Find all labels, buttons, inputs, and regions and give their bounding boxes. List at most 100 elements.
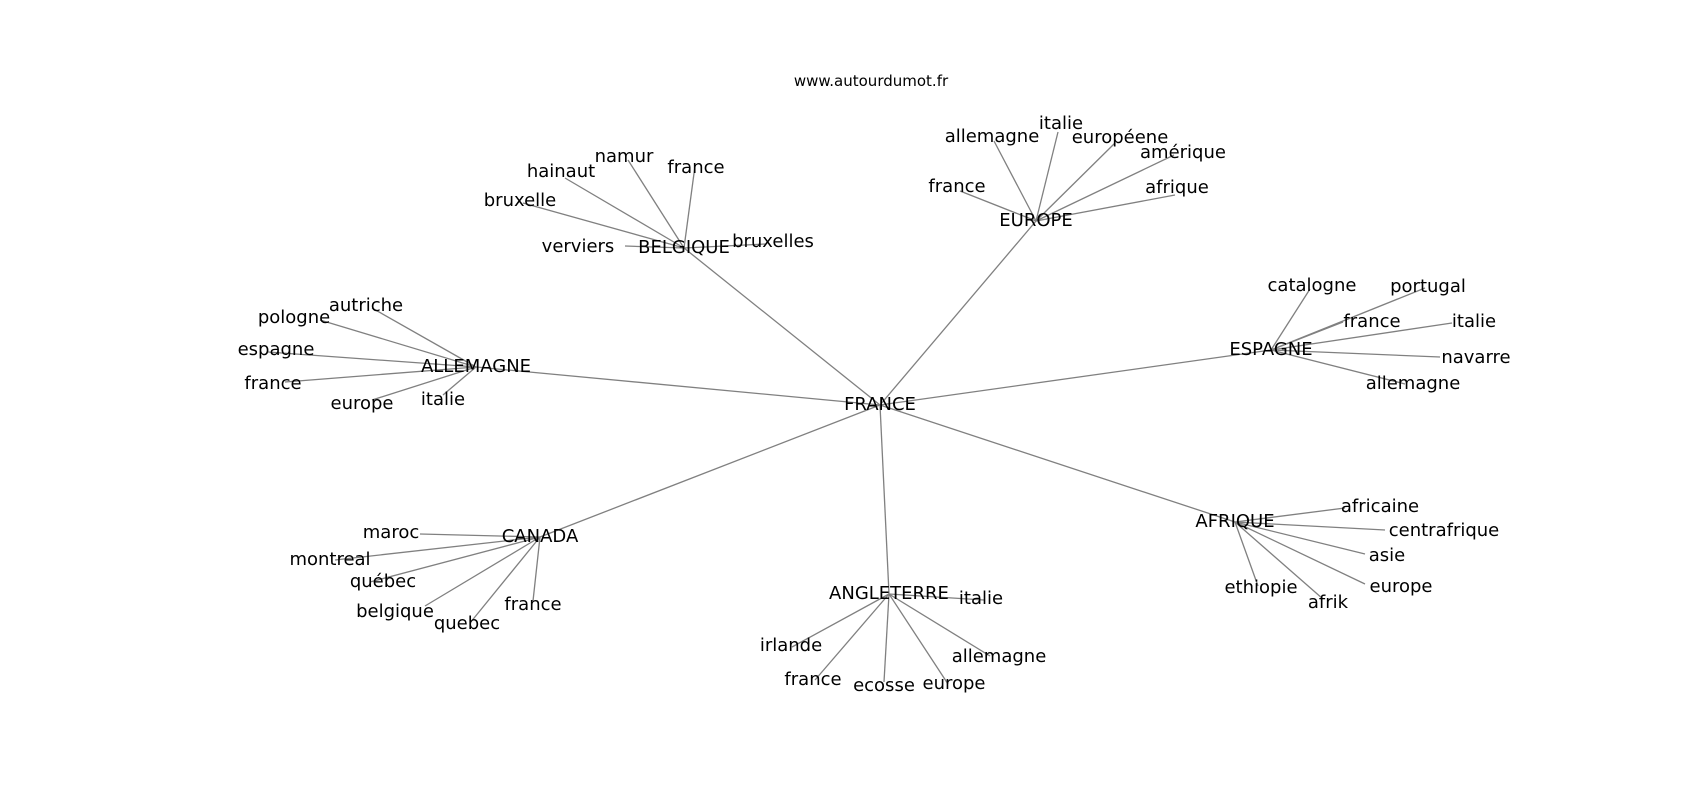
leaf-node-label: autriche [329,295,403,316]
edge-espagne-2 [1270,321,1344,351]
graph-edges [267,131,1453,685]
leaf-node-label: navarre [1441,347,1510,368]
edge-espagne-3 [1270,322,1453,351]
leaf-node-label: centrafrique [1389,520,1500,541]
leaf-node-label: quebec [434,613,500,634]
edge-europe-5 [1035,194,1176,222]
edge-canada-1 [334,536,541,561]
leaf-node-label: italie [421,389,465,410]
leaf-node-label: italie [1452,311,1496,332]
leaf-node-label: montreal [289,549,370,570]
leaf-node-label: europe [331,393,394,414]
leaf-node-label: france [1343,311,1400,332]
edge-allemagne-1 [319,319,477,368]
leaf-node-label: portugal [1390,276,1466,297]
leaf-node-label: hainaut [527,161,595,182]
graph-labels: namur france hainaut bruxelle verviers bruxel… [238,113,1511,696]
edge-center-espagne [879,349,1272,406]
leaf-node-label: asie [1369,545,1405,566]
leaf-node-label: italie [1039,113,1083,134]
edge-allemagne-2 [267,351,477,368]
edge-europe-1 [993,140,1037,222]
edge-angleterre-3 [883,593,890,683]
edge-europe-3 [1035,154,1175,222]
leaf-node-label: italie [959,588,1003,609]
leaf-node-label: allemagne [1366,373,1461,394]
edge-afrique-5 [1234,521,1324,600]
leaf-node-label: catalogne [1268,275,1357,296]
center-node-label: FRANCE [844,394,916,415]
edge-afrique-1 [1234,521,1386,531]
edge-center-angleterre [879,404,890,595]
leaf-node-label: afrique [1145,177,1209,198]
edge-espagne-4 [1270,349,1441,358]
leaf-node-label: france [244,373,301,394]
leaf-node-label: france [928,176,985,197]
edge-belgique-3 [522,202,685,249]
edge-center-belgique [683,247,881,406]
edge-belgique-2 [564,177,685,249]
cluster-node-label: ALLEMAGNE [421,356,531,377]
edge-angleterre-0 [888,593,985,601]
leaf-node-label: espagne [238,339,315,360]
edge-allemagne-0 [371,307,477,368]
leaf-node-label: allemagne [945,126,1040,147]
edge-belgique-4 [624,245,685,249]
edge-afrique-4 [1234,521,1259,587]
leaf-node-label: belgique [356,601,434,622]
edge-allemagne-3 [284,366,477,383]
edge-espagne-5 [1270,349,1406,385]
leaf-node-label: allemagne [952,646,1047,667]
edge-angleterre-1 [791,593,890,648]
edge-belgique-5 [683,243,766,249]
leaf-node-label: europe [1370,576,1433,597]
edge-europe-2 [1035,142,1116,222]
leaf-node-label: irlande [760,635,822,656]
cluster-node-label: ANGLETERRE [829,583,949,604]
cluster-node-label: AFRIQUE [1195,511,1274,532]
leaf-node-label: ecosse [853,675,915,696]
leaf-node-label: bruxelles [732,231,814,252]
edge-canada-4 [469,536,541,624]
edge-canada-2 [369,536,541,583]
leaf-node-label: amérique [1140,142,1226,163]
leaf-node-label: europe [923,673,986,694]
edge-center-allemagne [475,366,881,406]
edge-afrique-0 [1234,507,1346,523]
cluster-node-label: ESPAGNE [1229,339,1312,360]
edge-belgique-0 [627,159,685,249]
edge-canada-3 [424,536,541,607]
leaf-node-label: bruxelle [484,190,556,211]
leaf-node-label: européene [1072,127,1169,148]
leaf-node-label: pologne [258,307,330,328]
edge-europe-0 [1035,131,1059,222]
edge-center-afrique [879,404,1236,523]
edge-allemagne-5 [442,366,477,396]
edge-canada-0 [419,533,541,538]
leaf-node-label: france [504,594,561,615]
edge-canada-5 [532,536,541,602]
leaf-node-label: québec [350,571,416,592]
edge-afrique-3 [1234,521,1366,585]
edge-espagne-0 [1270,288,1311,351]
edge-center-canada [539,404,881,538]
leaf-node-label: afrik [1308,592,1349,613]
edge-angleterre-5 [888,593,991,657]
cluster-node-label: EUROPE [999,210,1072,231]
edge-angleterre-4 [888,593,949,685]
leaf-node-label: namur [595,146,654,167]
leaf-node-label: ethiopie [1224,577,1297,598]
edge-center-europe [879,220,1037,406]
edge-angleterre-2 [814,593,890,681]
edge-allemagne-4 [371,366,477,401]
site-url: www.autourdumot.fr [793,72,949,90]
edge-europe-4 [959,190,1037,222]
cluster-node-label: BELGIQUE [638,237,730,258]
leaf-node-label: verviers [542,236,615,257]
leaf-node-label: france [784,669,841,690]
cluster-node-label: CANADA [502,526,579,547]
leaf-node-label: france [667,157,724,178]
leaf-node-label: africaine [1341,496,1419,517]
edge-belgique-1 [683,165,696,249]
